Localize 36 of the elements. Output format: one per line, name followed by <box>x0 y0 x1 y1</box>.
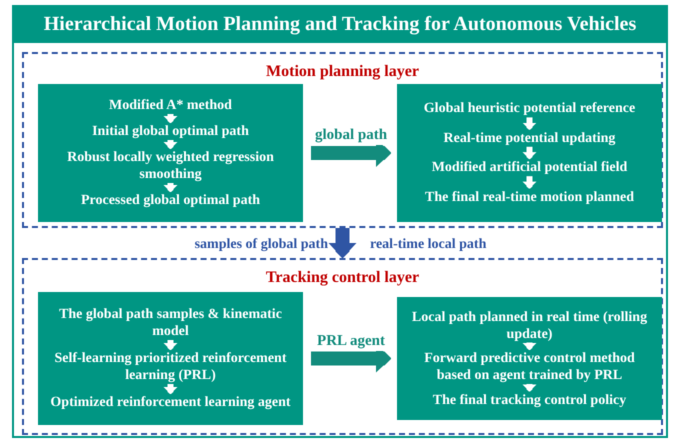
title-banner: Hierarchical Motion Planning and Tracking for Autonomous Vehicles <box>12 5 668 43</box>
layer-heading: Motion planning layer <box>265 62 420 82</box>
dashed-layer-frame <box>22 258 663 435</box>
step-text: Robust locally weighted regression smoothing <box>50 149 291 183</box>
block-arrow <box>522 146 536 160</box>
block-arrow <box>522 176 536 189</box>
step-text: Optimized reinforcement learning agent <box>50 394 291 411</box>
dashed-layer-frame <box>22 52 663 228</box>
step-text: Processed global optimal path <box>80 192 260 209</box>
step-text: Initial global optimal path <box>92 123 249 140</box>
block-arrow <box>164 183 178 192</box>
process-panel <box>397 84 662 222</box>
step-text: Global heuristic potential reference <box>424 100 636 118</box>
block-arrow <box>164 114 178 123</box>
step-text: Modified A* method <box>109 97 232 114</box>
block-arrow <box>522 342 536 350</box>
step-text: The global path samples & kinematic model <box>50 306 291 340</box>
block-arrow <box>164 340 178 350</box>
step-text: Forward predictive control method based on agent trained by PRL <box>409 350 650 384</box>
block-arrow <box>522 384 536 392</box>
step-text: The final real-time motion planned <box>425 188 634 206</box>
step-text: Modified artificial potential field <box>432 159 628 176</box>
block-arrow <box>164 384 178 394</box>
block-arrow <box>164 140 178 149</box>
layer-heading: Tracking control layer <box>264 268 420 288</box>
flow-label: real-time local path <box>370 236 486 254</box>
process-panel <box>397 297 662 420</box>
step-text: Local path planned in real time (rolling update) <box>409 308 650 342</box>
block-arrow <box>328 228 356 258</box>
step-text: The final tracking control policy <box>432 392 626 408</box>
flow-label: samples of global path <box>194 236 328 254</box>
step-text: Real-time potential updating <box>444 130 616 147</box>
process-panel <box>38 84 303 222</box>
process-panel <box>38 292 303 425</box>
block-arrow <box>522 117 536 130</box>
step-text: Self-learning prioritized reinforcement learning (PRL) <box>50 350 291 384</box>
